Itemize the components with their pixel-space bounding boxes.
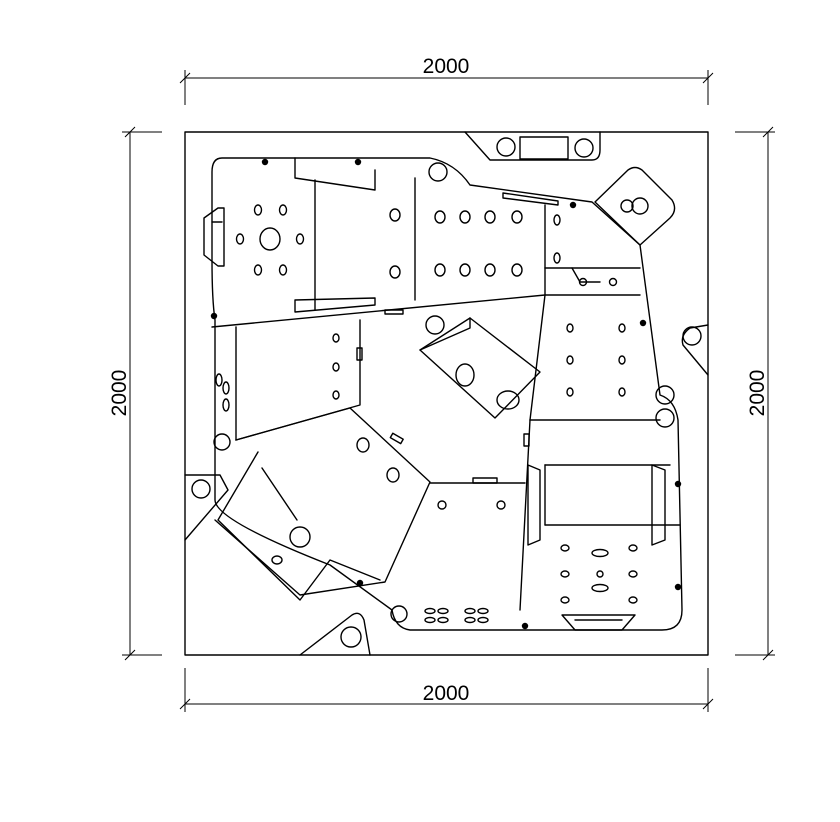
seat-top-right-pillow [571,166,676,287]
control-panel [464,131,601,161]
center-step [419,315,541,419]
seat-top-middle [414,177,561,301]
dimension-left: 2000 [108,126,162,661]
dimension-bottom-label: 2000 [423,682,470,705]
dimension-top-label: 2000 [423,55,470,78]
corner-piece-right [681,324,709,376]
pillow-top [384,162,448,315]
dimension-bottom: 2000 [179,668,714,712]
dimension-right-label: 2000 [746,370,769,417]
seat-bottom-right [527,464,666,631]
seat-bottom-middle [390,433,530,624]
inner-shell [211,157,683,631]
corner-piece-left [184,474,229,541]
air-control-dots [210,158,682,630]
seat-top-left [203,157,401,313]
corner-piece-bottom-left [299,612,371,656]
seat-dividers [211,267,681,611]
seat-right [566,323,675,428]
seat-left [213,319,363,451]
outer-cabinet [184,131,709,656]
dimension-left-label: 2000 [108,370,131,417]
dimension-top: 2000 [179,55,714,105]
seat-bottom-left [214,407,431,601]
dimension-right: 2000 [735,126,775,661]
